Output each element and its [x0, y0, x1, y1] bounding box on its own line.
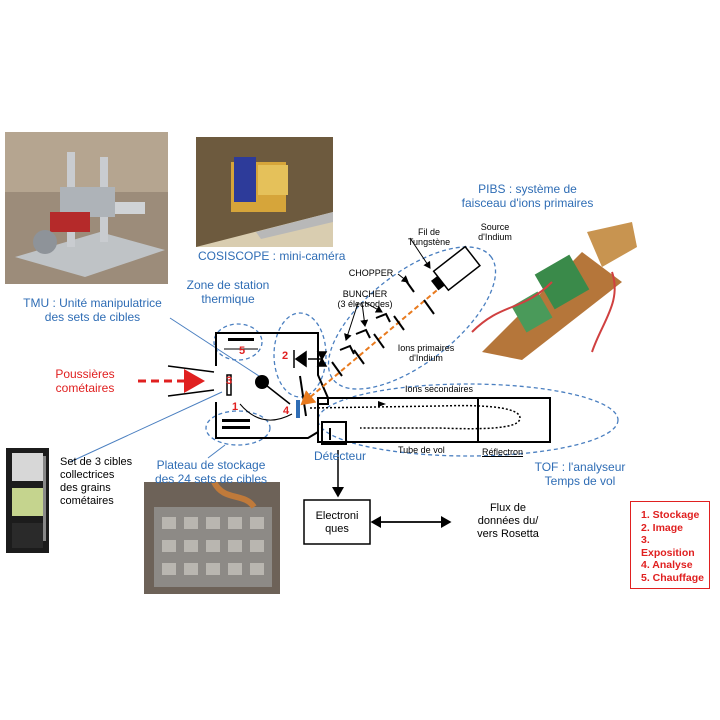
- tmu-label-line2: des sets de cibles: [44, 310, 141, 324]
- plateau-photo: [144, 482, 280, 594]
- buncher-label-line2: (3 électrodes): [337, 299, 393, 309]
- source-label-line2: d'Indium: [478, 232, 512, 242]
- detecteur-label: Détecteur: [313, 449, 367, 463]
- dust-label-line2: cométaires: [55, 381, 115, 395]
- fil-label-line2: Tungstène: [407, 237, 451, 247]
- pibs-outline: [327, 246, 497, 390]
- inner-wall: [299, 375, 307, 417]
- electronics-label-line1: Electroni: [315, 510, 359, 522]
- buncher-label-line1: BUNCHER: [342, 289, 388, 299]
- fil-label-line1: Fil de: [417, 227, 440, 237]
- plateau-photo-art: [144, 482, 280, 594]
- cosiscope-outline: [273, 312, 327, 398]
- cosiscope-photo-art: [196, 137, 333, 247]
- reflectron-label: Réflectron: [482, 447, 524, 457]
- analysis-target: [296, 400, 300, 418]
- tmu-photo-art: [5, 132, 168, 284]
- plateau-label-line1: Plateau de stockage: [156, 458, 266, 472]
- camera-glyph: [293, 350, 328, 368]
- tof-label-line2: Temps de vol: [544, 474, 616, 488]
- plateau-outline: [205, 410, 271, 446]
- legend-line-6: 5. Chauffage: [641, 571, 705, 584]
- station-number-3: 3: [226, 375, 233, 387]
- flux-label-line1: Flux de: [489, 502, 527, 514]
- cibles-label-line3: des grains: [60, 482, 111, 494]
- entry-guide-bottom: [167, 389, 215, 397]
- station-5-target: [228, 338, 254, 341]
- secondary-ion-arrowhead: [378, 401, 386, 407]
- cibles-label-line4: cométaires: [60, 495, 114, 507]
- plateau-callout: [207, 444, 226, 459]
- cosiscope-photo: [196, 137, 333, 247]
- ions-prim-label-line1: Ions primaires: [397, 343, 455, 353]
- legend-line-2: 2. Image: [641, 521, 684, 534]
- zone-label-line1: Zone de station: [186, 278, 270, 292]
- entry-guide-top: [167, 365, 215, 373]
- pibs-label-line2: faisceau d'ions primaires: [461, 196, 594, 210]
- legend-box: 1. Stockage 2. Image 3. Exposition 4. An…: [630, 501, 710, 589]
- legend-line-4: Exposition: [641, 546, 695, 559]
- electronics-label-line2: ques: [325, 523, 349, 535]
- ions-prim-label-line2: d'Indium: [409, 353, 443, 363]
- legend-line-1: 1. Stockage: [641, 509, 700, 521]
- cibles-callout: [69, 391, 223, 463]
- station-number-2: 2: [282, 350, 289, 362]
- detector: [321, 421, 347, 445]
- tmu-arm: [261, 381, 291, 405]
- station-3-target: [226, 374, 232, 396]
- tmu-photo: [5, 132, 168, 284]
- pibs-label-line1: PIBS : système de: [478, 182, 577, 196]
- secondary-ion-path: [309, 404, 521, 430]
- pibs-photo-art: [462, 212, 640, 360]
- station-number-5: 5: [239, 345, 246, 357]
- electronics-box: [303, 499, 371, 545]
- flux-label-line2: données du/: [477, 515, 539, 527]
- tmu-label-line1: TMU : Unité manipulatrice: [23, 296, 162, 310]
- tof-label-line1: TOF : l'analyseur: [534, 460, 626, 474]
- cibles-photo-art: [6, 448, 49, 553]
- station-number-4: 4: [283, 405, 290, 417]
- tube-label: Tube de vol: [398, 445, 445, 455]
- electrodes: [331, 277, 435, 377]
- chamber-outline: [215, 332, 329, 439]
- buncher-pointers: [344, 237, 431, 341]
- tof-tube: [317, 397, 551, 443]
- legend-line-3: 3.: [641, 534, 650, 546]
- flux-label-line3: vers Rosetta: [477, 528, 539, 540]
- cosiscope-label: COSISCOPE : mini-caméra: [198, 249, 346, 263]
- tof-outline: [317, 383, 619, 457]
- source-label-line1: Source: [480, 222, 510, 232]
- legend-line-5: 4. Analyse: [641, 559, 693, 571]
- plateau-target-2: [222, 426, 250, 429]
- zone-thermique-outline: [213, 323, 263, 361]
- tmu-swing-arc: [239, 403, 293, 421]
- dust-label-line1: Poussières: [55, 367, 115, 381]
- ions-sec-label: Ions secondaires: [405, 384, 474, 394]
- pibs-photo: [462, 212, 640, 360]
- station-number-1: 1: [232, 401, 239, 413]
- zone-label-line2: thermique: [201, 292, 255, 306]
- chopper-label: CHOPPER: [348, 268, 394, 278]
- plateau-target-1: [222, 419, 250, 422]
- cibles-photo: [6, 448, 49, 553]
- cibles-label-line1: Set de 3 cibles: [60, 456, 133, 468]
- indium-source: [431, 245, 481, 292]
- plateau-label-line2: des 24 sets de cibles: [154, 472, 268, 486]
- cibles-label-line2: collectrices: [60, 469, 115, 481]
